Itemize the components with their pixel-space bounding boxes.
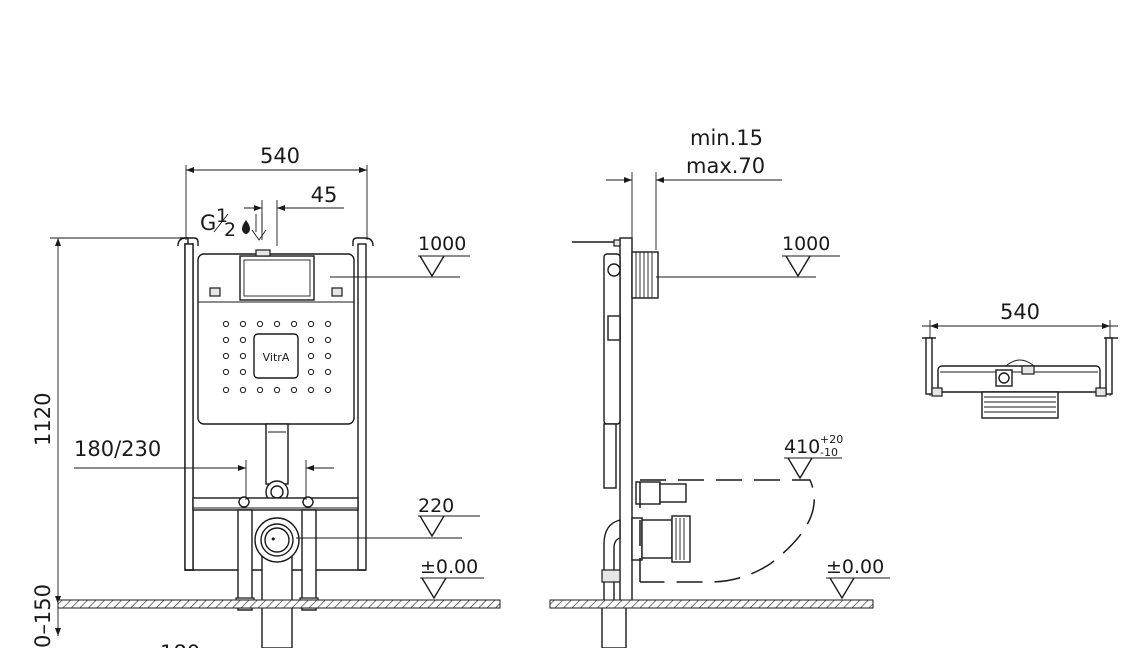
front-level-outlet: 220: [418, 495, 454, 517]
pipe-spacing-dim: 180/230: [74, 437, 161, 461]
floor-range-dim: 0–150: [31, 584, 55, 648]
side-level-pan-tol-minus: -10: [820, 446, 838, 459]
side-level-top: 1000: [782, 233, 830, 255]
side-view: min.15 max.70: [549, 126, 890, 648]
wall-max: max.70: [686, 154, 765, 178]
height-dim: 1120: [31, 393, 55, 446]
flush-plate-dots: [222, 320, 332, 394]
side-level-pan-tol-plus: +20: [820, 433, 843, 446]
water-drop-icon: [242, 220, 250, 234]
top-view: 540: [922, 300, 1118, 419]
wall-min: min.15: [690, 126, 763, 150]
front-floor: [57, 599, 501, 609]
front-level-top: 1000: [418, 233, 466, 255]
outlet-logo: •: [270, 533, 277, 546]
side-level-pan: 410: [784, 436, 820, 458]
side-level-floor: ±0.00: [826, 556, 884, 578]
front-offset-dim: 45: [311, 183, 338, 207]
inlet-fraction-num: 1: [216, 205, 228, 227]
top-width-dim: 540: [1000, 300, 1040, 324]
inlet-fraction-den: 2: [224, 219, 236, 241]
front-width-dim: 540: [260, 144, 300, 168]
front-level-floor: ±0.00: [420, 556, 478, 578]
vitra-logo-box: [253, 333, 299, 379]
front-view: 540 45 G 1 2: [31, 144, 501, 648]
inlet-label: G: [200, 211, 216, 235]
side-floor: [549, 599, 874, 609]
vitra-logo: VitrA: [263, 351, 290, 364]
bottom-dim-partial: 180: [160, 641, 200, 648]
